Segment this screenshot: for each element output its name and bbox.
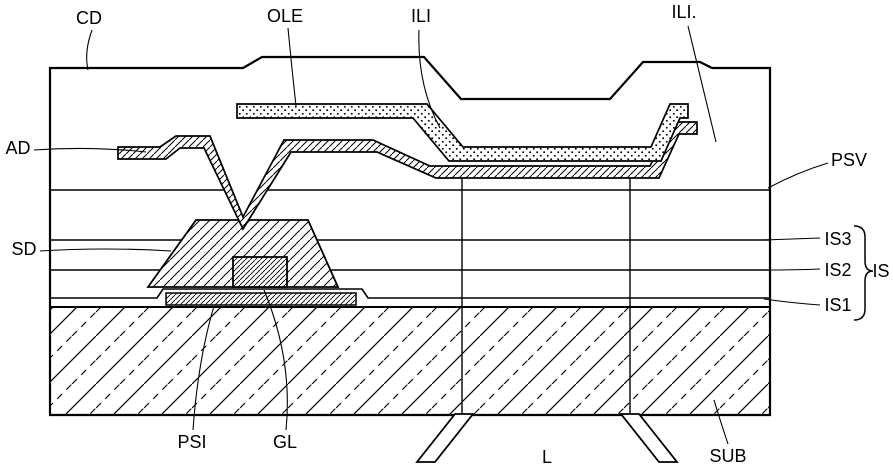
substrate-region <box>50 307 770 415</box>
is3-label: IS3 <box>824 229 851 249</box>
ili-right-leader-line <box>687 25 717 143</box>
ole-ili-stippled-layer <box>236 103 689 162</box>
sd-leader-line <box>39 248 172 252</box>
ili-right-label: ILI. <box>671 2 696 22</box>
l-region-arrow-right <box>619 413 679 463</box>
gl-gate-line <box>232 256 288 288</box>
psi-layer <box>165 292 357 306</box>
is1-layer-line <box>50 288 770 299</box>
sub-leader-line <box>713 399 729 445</box>
psv-label: PSV <box>831 150 867 170</box>
ili-leader-line <box>418 29 441 129</box>
psv-leader-line <box>767 162 829 189</box>
psi-leader-line <box>192 305 215 431</box>
ili-label: ILI <box>411 6 431 26</box>
cd-leader-line <box>86 29 93 71</box>
device-outline <box>48 55 772 417</box>
is2-label: IS2 <box>824 260 851 280</box>
is-group-label: IS <box>872 261 889 281</box>
ole-label: OLE <box>267 6 303 26</box>
ad-leader-line <box>33 147 147 153</box>
is1-leader-line <box>763 298 821 306</box>
psi-label: PSI <box>177 432 206 452</box>
gl-leader-line <box>263 289 288 431</box>
l-region-arrow-left <box>415 413 475 463</box>
gl-label: GL <box>273 432 297 452</box>
sub-label: SUB <box>709 446 746 466</box>
ad-layer <box>117 121 698 231</box>
ole-leader-line <box>287 27 297 107</box>
is3-leader-line <box>763 237 821 241</box>
is2-leader-line <box>763 268 821 271</box>
sd-label: SD <box>11 239 36 259</box>
l-label: L <box>542 447 552 467</box>
is-group-brace <box>853 225 874 321</box>
is1-label: IS1 <box>824 295 851 315</box>
ad-label: AD <box>5 138 30 158</box>
cd-label: CD <box>76 8 102 28</box>
